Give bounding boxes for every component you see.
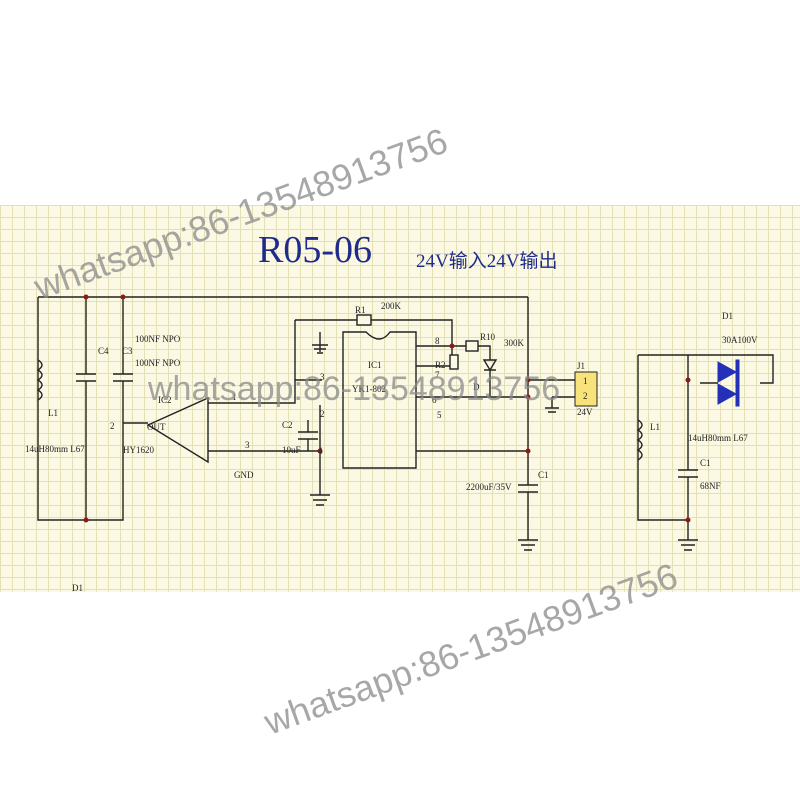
label-l1-right-spec: 14uH80mm L67 (688, 433, 748, 443)
label-pin3: 3 (245, 440, 250, 450)
capacitor-c3 (113, 297, 133, 423)
capacitor-c4 (76, 297, 96, 520)
diode-d1-bar (735, 359, 740, 407)
label-ic1: IC1 (368, 360, 382, 370)
label-pin7: 7 (435, 370, 440, 380)
ic2-pin1-wire (208, 379, 322, 404)
inductor-l1-left (36, 359, 43, 401)
label-ic2-part: HY1620 (123, 445, 154, 455)
label-j1: J1 (577, 361, 585, 371)
label-ic1-pin2: 2 (320, 409, 325, 419)
ground-right (678, 520, 698, 551)
label-pin4: 4 (318, 446, 323, 456)
grid-background (0, 205, 800, 592)
label-pin8: 8 (435, 336, 440, 346)
diode-d1-upper (717, 361, 738, 383)
label-d: D (473, 382, 480, 392)
label-ic2-out: OUT (147, 422, 166, 432)
label-r2: R2 (435, 360, 446, 370)
inductor-l1-right (636, 419, 643, 461)
label-c2: C2 (282, 420, 293, 430)
capacitor-c2 (298, 420, 318, 451)
label-c1-right: C1 (700, 458, 711, 468)
label-c3: C3 (122, 346, 133, 356)
label-ic1-part: YK1-802 (352, 384, 386, 394)
label-r10: R10 (480, 332, 496, 342)
diagram-subtitle: 24V输入24V输出 (416, 250, 557, 272)
label-l1-left: L1 (48, 408, 58, 418)
resistor-r2 (449, 354, 459, 370)
label-c4-value: 100NF NPO (135, 334, 181, 344)
resistor-r1 (356, 314, 372, 326)
label-c2-value: 10uF (282, 445, 301, 455)
right-loop-wire (637, 354, 774, 521)
capacitor-c1-ground (518, 484, 538, 551)
j1-wires (528, 379, 575, 413)
label-d1-value: 30A100V (722, 335, 758, 345)
capacitor-c1-right (678, 355, 698, 505)
watermark-top: whatsapp:86-13548913756 (28, 120, 453, 308)
label-c1: C1 (538, 470, 549, 480)
diode-d1-lower (717, 383, 738, 405)
label-pin1: 1 (232, 392, 237, 402)
left-loop-wire (37, 297, 124, 521)
label-c3-value: 100NF NPO (135, 358, 181, 368)
resistor-r10 (465, 340, 479, 352)
label-c1-right-value: 68NF (700, 481, 721, 491)
label-pin6: 6 (432, 395, 437, 405)
label-j1-pin1: 1 (583, 376, 588, 386)
label-r1: R1 (355, 305, 366, 315)
watermark-bottom: whatsapp:86-13548913756 (258, 555, 683, 743)
j1-connector (574, 371, 598, 407)
label-c4: C4 (98, 346, 109, 356)
label-pin2: 2 (110, 421, 115, 431)
label-l1-left-spec: 14uH80mm L67 (25, 444, 85, 454)
ground-top (312, 332, 328, 354)
r1-feedback-wire (295, 319, 453, 346)
label-r10-value: 300K (504, 338, 525, 348)
label-c1-value: 2200uF/35V (466, 482, 512, 492)
ground-ic1 (310, 405, 330, 506)
ic2-symbol (146, 396, 209, 464)
ic1-body (342, 331, 417, 469)
label-ic2: IC2 (158, 395, 172, 405)
label-ic1-pin3: 3 (320, 372, 325, 382)
diagram-title: R05-06 (258, 229, 372, 271)
label-r1-value: 200K (381, 301, 402, 311)
label-j1-value: 24V (577, 407, 593, 417)
label-pin5: 5 (437, 410, 442, 420)
label-gnd: GND (234, 470, 254, 480)
label-l1-right: L1 (650, 422, 660, 432)
label-j1-pin2: 2 (583, 391, 588, 401)
diode-d (482, 359, 498, 397)
label-d1-bottom: D1 (72, 583, 83, 593)
watermark-middle: whatsapp:86-13548913756 (147, 370, 560, 408)
label-d1-right: D1 (722, 311, 733, 321)
